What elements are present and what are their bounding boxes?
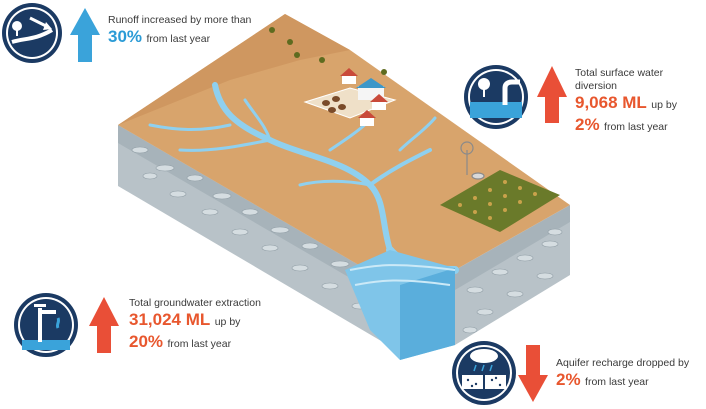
surface-callout: Total surface water diversion 9,068 ML u…: [575, 67, 706, 137]
surface-value: 9,068 ML: [575, 93, 647, 112]
aquifer-recharge-icon: [452, 341, 516, 405]
groundwater-mid: up by: [214, 316, 241, 328]
windmill: [460, 141, 485, 180]
runoff-callout: Runoff increased by more than 30% from l…: [108, 14, 251, 49]
aquifer-callout: Aquifer recharge dropped by 2% from last…: [556, 357, 689, 392]
aquifer-value: 2%: [556, 370, 581, 389]
runoff-suffix: from last year: [146, 33, 211, 45]
rock-right-face: [455, 205, 570, 345]
land-surface: [118, 14, 570, 282]
surface-label: Total surface water diversion: [575, 67, 664, 92]
runoff-value: 30%: [108, 27, 143, 46]
groundwater-value: 31,024 ML: [129, 310, 211, 329]
aquifer-suffix: from last year: [585, 376, 649, 388]
surface-suffix: from last year: [604, 121, 668, 133]
groundwater-label: Total groundwater extraction: [129, 297, 261, 309]
surface-water-diversion-icon: [464, 65, 528, 129]
trees: [269, 27, 387, 75]
river-cross-section: [345, 250, 456, 360]
runoff-up-arrow: [70, 8, 100, 62]
farm-buildings: [303, 68, 397, 126]
groundwater-tap-icon: [14, 293, 78, 357]
groundwater-up-arrow: [89, 297, 119, 353]
groundwater-callout: Total groundwater extraction 31,024 ML u…: [129, 297, 261, 354]
runoff-label: Runoff increased by more than: [108, 14, 252, 26]
runoff-icon: [2, 3, 62, 63]
groundwater-pct: 20%: [129, 332, 164, 351]
rock-left-face: [118, 125, 388, 345]
aquifer-down-arrow: [518, 345, 548, 402]
groundwater-suffix: from last year: [167, 338, 232, 350]
surface-pct: 2%: [575, 115, 600, 134]
surface-up-arrow: [537, 66, 567, 123]
crop-field: [440, 170, 560, 232]
surface-mid: up by: [651, 99, 677, 111]
aquifer-label: Aquifer recharge dropped by: [556, 357, 690, 369]
